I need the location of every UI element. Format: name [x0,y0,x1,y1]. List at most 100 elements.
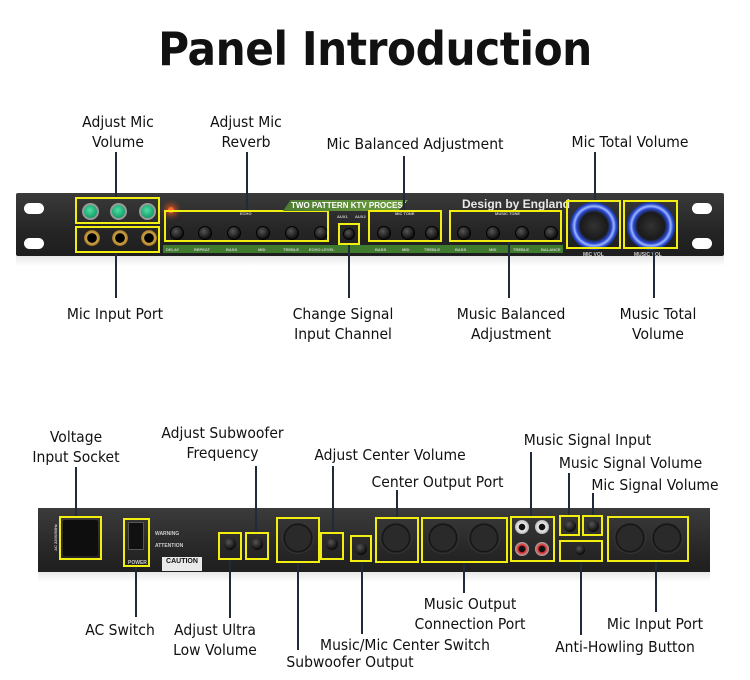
knob-label: DELAY [166,247,180,252]
subwoofer-frequency-knob[interactable] [251,538,263,550]
knob-label: MID [489,247,497,252]
subwoofer-volume-knob[interactable] [224,538,236,550]
mic1-input-xlr[interactable] [651,522,683,554]
mic-tone-section-label: MIC TONE [395,211,415,216]
mic-input-xlr-highlight [607,516,689,562]
line-input-rca-red[interactable] [535,542,549,556]
callout-music-total-volume: Music Total Volume [604,304,712,344]
line-input-rca-red[interactable] [515,542,529,556]
center-gain-knob[interactable] [326,538,338,550]
music-mic-center-switch[interactable] [355,543,367,555]
echo-delay-knob[interactable] [170,226,184,240]
leader-line [115,253,117,298]
callout-music-signal-input: Music Signal Input [523,431,652,449]
music-output-left-xlr[interactable] [468,522,500,554]
callout-line: Volume [92,133,144,151]
anti-howling-button[interactable] [575,545,585,555]
music-tone-treble-knob[interactable] [515,226,529,240]
caution-label: CAUTION [162,557,202,571]
music-vol-label: MUSIC VOL [634,252,662,258]
leader-line [653,249,655,298]
callout-line: Voltage [49,428,103,446]
leader-line [115,152,117,197]
subwoofer-output-xlr[interactable] [282,522,314,554]
leader-line [463,563,465,593]
music-tone-mid-knob[interactable] [486,226,500,240]
power-label: POWER [128,560,147,566]
callout-line: Music Output [423,595,517,613]
aux1-label: AUX1 [337,214,348,219]
callout-adjust-mic-reverb: Adjust Mic Reverb [201,112,291,152]
mic-signal-volume-knob[interactable] [587,520,599,532]
mic3-jack[interactable] [141,230,157,246]
music-total-volume-knob[interactable] [627,202,675,250]
knob-label: TREBLE [283,247,299,252]
knob-label: BASS [455,247,467,252]
knob-label: MID [402,247,410,252]
callout-line: Connection Port [414,615,526,633]
knob-label: REPEAT [194,247,210,252]
leader-line [297,563,299,650]
music-signal-volume-knob[interactable] [564,520,576,532]
mic-reverb-highlight [164,210,329,242]
subwoofer-output-highlight [276,517,320,563]
voltage-input-highlight [59,516,102,560]
echo-repeat-knob[interactable] [198,226,212,240]
mic-balanced-highlight [368,210,442,242]
freq-highlight [245,532,269,560]
mic1-jack[interactable] [84,230,100,246]
echo-mid-knob[interactable] [256,226,270,240]
rack-ear-hole [692,203,712,214]
line-input-rca-white[interactable] [515,520,529,534]
callout-mic-input-port-rear: Mic Input Port [606,615,704,633]
mic-tone-mid-knob[interactable] [401,226,415,240]
leader-line [75,467,77,516]
subvol-highlight [218,532,242,560]
ac-power-switch[interactable] [128,522,144,550]
callout-anti-howling: Anti-Howling Button [555,638,695,656]
input-selector-highlight [338,223,360,245]
center-output-xlr[interactable] [380,522,412,554]
mic-input-highlight [75,226,160,253]
mic-tone-treble-knob[interactable] [425,226,439,240]
center-gain-highlight [320,532,344,560]
callout-music-output: Music Output Connection Port [407,594,533,634]
music-tone-bass-knob[interactable] [457,226,471,240]
voltage-input-socket[interactable] [63,520,98,556]
callout-line: Input Channel [294,325,392,343]
mic2-jack[interactable] [112,230,128,246]
leader-line [508,242,510,298]
leader-line [568,473,570,515]
mic-tone-bass-knob[interactable] [377,226,391,240]
leader-line [580,562,582,635]
leader-line [135,567,137,617]
callout-line: Adjustment [470,325,552,343]
callout-adjust-center-volume: Adjust Center Volume [314,446,466,464]
leader-line [594,152,596,200]
leader-line [403,156,405,210]
music-output-right-xlr[interactable] [427,522,459,554]
brand-text: Design by England [462,197,571,211]
mic1-volume-knob[interactable] [82,203,99,220]
callout-line: Input Socket [32,448,120,466]
input-selector-button[interactable] [343,228,355,240]
echo-treble-knob[interactable] [285,226,299,240]
mic-total-volume-knob[interactable] [570,202,618,250]
echo-section-label: ECHO [240,211,252,216]
line-input-rca-white[interactable] [535,520,549,534]
callout-voltage-input: Voltage Input Socket [29,427,123,467]
knob-label: ECHO LEVEL [309,247,335,252]
knob-label: TREBLE [513,247,529,252]
callout-line: Reverb [221,133,271,151]
music-tone-balance-knob[interactable] [544,226,558,240]
mic3-volume-knob[interactable] [139,203,156,220]
center-switch-highlight [350,535,372,562]
leader-line [592,493,594,515]
callout-mic-signal-volume: Mic Signal Volume [591,476,719,494]
mic2-volume-knob[interactable] [110,203,127,220]
echo-bass-knob[interactable] [227,226,241,240]
mic2-input-xlr[interactable] [614,522,646,554]
mic-vol-label: MIC VOL [583,252,604,258]
music-signal-input-highlight [510,516,555,562]
callout-subwoofer-output: Subwoofer Output [286,653,414,671]
